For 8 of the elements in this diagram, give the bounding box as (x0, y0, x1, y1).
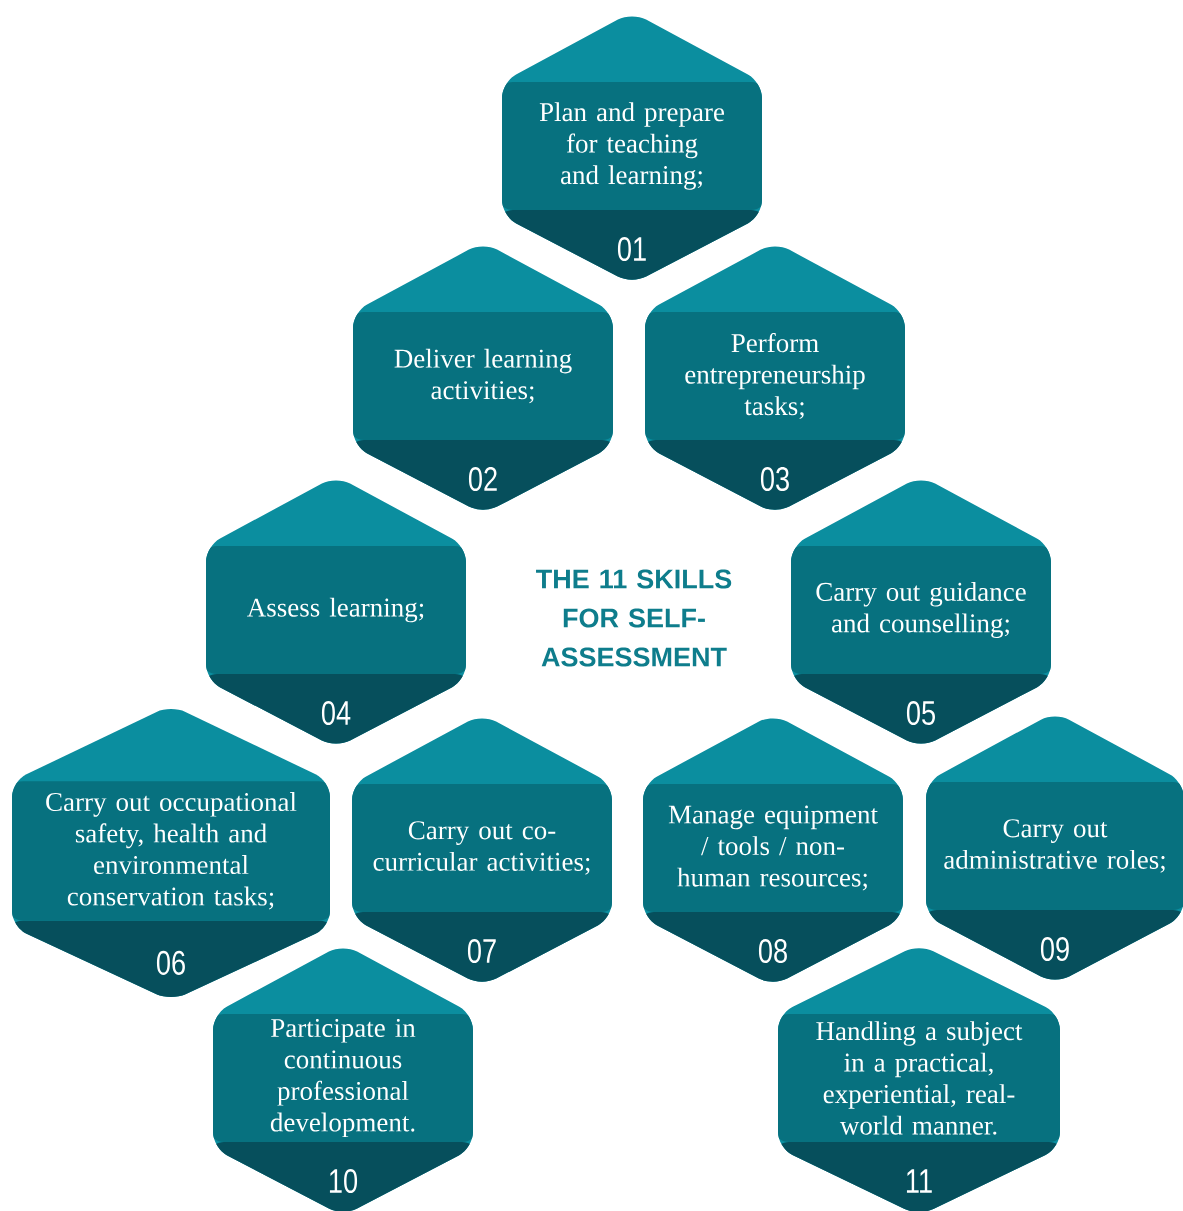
hexagon-box: Manage equipment / tools / non-human resources; 08 (643, 718, 903, 982)
hexagon-box: Deliver learning activities; 02 (353, 246, 613, 510)
hexagon-box: Assess learning; 04 (206, 480, 466, 744)
hexagon-box: Carry out guidance and counselling; 05 (791, 480, 1051, 744)
hexagon-box: Carry out co-curricular activities; 07 (352, 718, 612, 982)
title: THE 11 SKILLS FOR SELF-ASSESSMENT (536, 569, 732, 667)
hexagon-box: Plan and prepare for teaching and learning; 01 (502, 16, 762, 280)
hexagon-box: Perform entrepreneurship tasks; 03 (645, 246, 905, 510)
